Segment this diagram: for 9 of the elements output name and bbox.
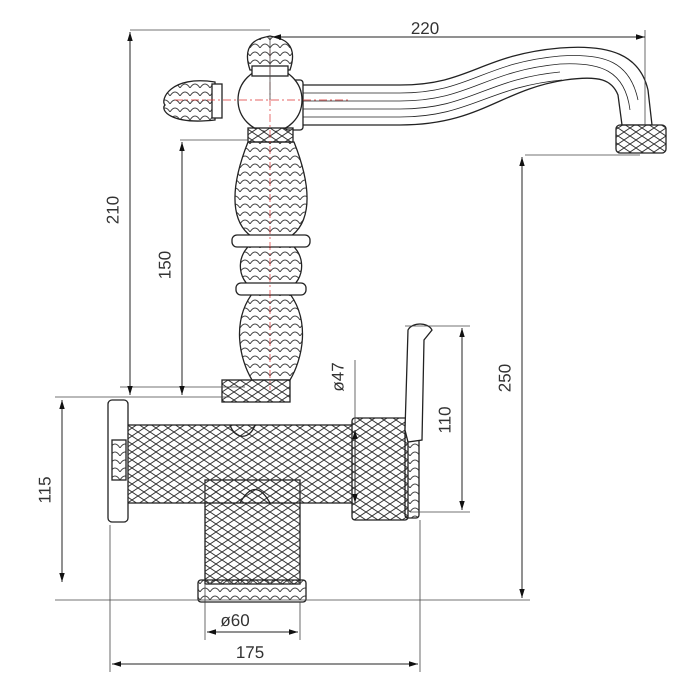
dimension-label: ø47 xyxy=(330,362,346,392)
dimension-label: 210 xyxy=(104,196,122,224)
dimension-label: 115 xyxy=(36,476,54,504)
dimension-label: 110 xyxy=(436,406,454,434)
dimension-label: 250 xyxy=(496,364,514,392)
dimension-label: 175 xyxy=(236,644,264,661)
dimension-label: ø60 xyxy=(220,612,250,629)
dimension-label: 150 xyxy=(156,250,174,280)
dimension-label: 220 xyxy=(410,20,440,37)
